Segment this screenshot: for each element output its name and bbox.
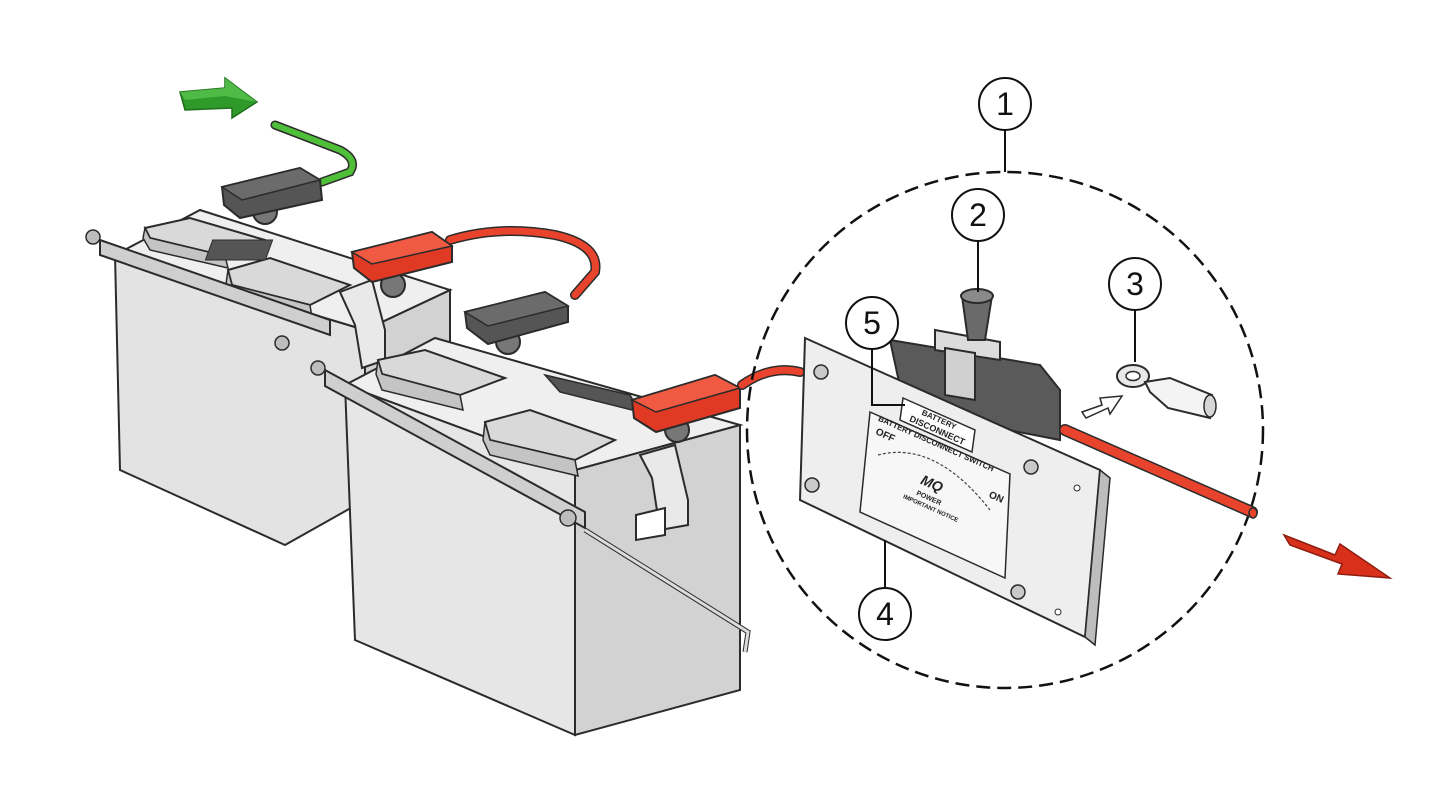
switch-direction-arc	[877, 451, 991, 511]
switch-plate: BATTERY DISCONNECT BATTERY DISCONNECT SW…	[798, 336, 1111, 647]
callout-4: 4	[858, 540, 912, 641]
svg-text:2: 2	[969, 197, 987, 233]
hold-down-bar	[310, 360, 586, 530]
terminal-cover-negative	[220, 166, 324, 225]
hold-down-bar	[85, 229, 331, 351]
bolt	[1023, 459, 1039, 475]
terminal-cover-positive	[350, 230, 454, 298]
green-arrow-icon	[179, 76, 259, 120]
red-arrow-icon	[1282, 533, 1393, 579]
svg-text:4: 4	[876, 596, 894, 632]
output-cable	[1059, 424, 1258, 519]
bolt	[813, 364, 829, 380]
svg-text:1: 1	[996, 86, 1014, 122]
battery-front	[310, 290, 751, 737]
detail-circle	[745, 170, 1265, 690]
bolt	[1010, 584, 1026, 600]
negative-cable	[270, 120, 357, 187]
terminal-cover-negative	[463, 290, 570, 355]
battery-rear	[85, 166, 453, 547]
callout-1: 1	[978, 77, 1032, 172]
vent-cap	[375, 348, 508, 412]
svg-text:5: 5	[863, 305, 881, 341]
switch-knob	[960, 288, 994, 341]
positive-cable	[737, 365, 805, 390]
callout-5: 5	[845, 296, 905, 406]
insert-arrow-icon	[1080, 395, 1124, 419]
ring-terminal	[1116, 364, 1217, 420]
vent-cap	[482, 408, 618, 477]
bolt	[804, 477, 820, 493]
callout-2: 3 2	[951, 188, 1005, 292]
svg-text:3: 3	[1126, 266, 1144, 302]
callout-3: 3	[1108, 257, 1162, 362]
jumper-cable	[445, 226, 601, 300]
